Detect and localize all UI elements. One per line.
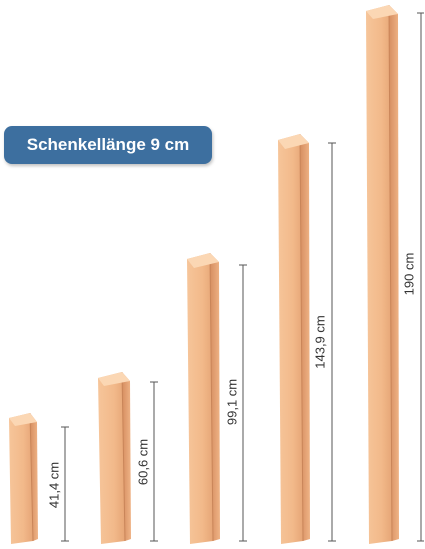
profile-2: [98, 371, 131, 544]
length-label-1: 41,4 cm: [46, 461, 62, 509]
length-label-4: 143,9 cm: [312, 315, 328, 369]
profile-3: [187, 252, 220, 544]
dimension-line-5: [417, 12, 424, 542]
profile-5: [366, 4, 399, 544]
profile-1: [9, 412, 38, 544]
length-label-3: 99,1 cm: [224, 378, 240, 426]
length-label-5: 190 cm: [401, 252, 417, 296]
dimension-line-2: [150, 381, 158, 542]
dimension-line-3: [239, 264, 247, 542]
dimension-line-1: [61, 426, 69, 542]
dimension-line-4: [328, 142, 336, 542]
length-label-2: 60,6 cm: [135, 438, 151, 486]
leg-length-badge: Schenkellänge 9 cm: [4, 126, 212, 164]
profile-4: [278, 133, 310, 544]
